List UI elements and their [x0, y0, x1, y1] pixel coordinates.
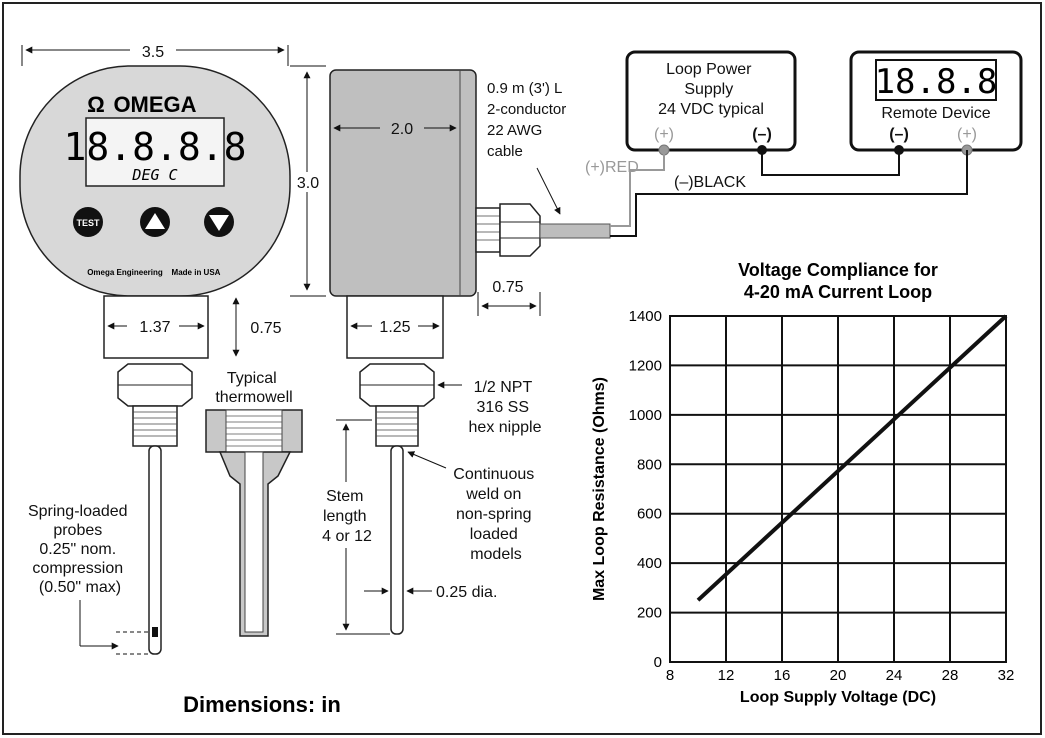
- remote-display: [875, 59, 997, 101]
- supply-plus: (+): [654, 126, 674, 143]
- lcd-display: [85, 117, 225, 187]
- chart-ytick-label: 200: [637, 605, 662, 622]
- gauge-housing: OMEGA Ω 18.8.8.8 DEG C TEST Omega Engine…: [19, 65, 291, 297]
- chart-ytick-label: 600: [637, 506, 662, 523]
- thermowell-label: Typical thermowell: [215, 370, 292, 406]
- cable: [539, 223, 611, 239]
- chart-ylabel: Max Loop Resistance (Ohms): [591, 377, 608, 601]
- down-triangle-icon: [209, 215, 229, 231]
- dim-width: 3.5: [142, 44, 164, 61]
- nipple-label: 1/2 NPT 316 SS hex nipple: [469, 379, 542, 436]
- supply-label: Loop Power Supply 24 VDC typical: [658, 61, 764, 118]
- dim-box-neck: 1.25: [379, 319, 410, 336]
- chart-grid: [669, 315, 1007, 663]
- chart-title-line: 4-20 mA Current Loop: [744, 282, 932, 302]
- brand-logo: OMEGA: [113, 92, 196, 117]
- black-wire: [610, 150, 968, 237]
- black-wire-label: (–)BLACK: [674, 174, 746, 191]
- red-wire-label: (+)RED: [585, 159, 639, 176]
- test-button-label: TEST: [76, 218, 100, 228]
- remote-label: Remote Device: [881, 105, 990, 122]
- dimensions-units: Dimensions: in: [183, 692, 341, 717]
- dim-stem-dia: 0.25 dia.: [436, 584, 497, 601]
- chart-ytick-label: 0: [654, 654, 662, 671]
- dim-fitting-offset: 0.75: [492, 279, 523, 296]
- dim-height: 3.0: [297, 175, 319, 192]
- chart-ticks: 8 12 16 20 24 28 32 0 200 400 600 800 1000 1200 1400: [629, 308, 1015, 684]
- spring-loaded-label: Spring-loaded probes 0.25" nom. compress…: [28, 503, 132, 596]
- dim-neck-height: 0.75: [250, 320, 281, 337]
- black-wire-loop: [761, 150, 900, 176]
- test-button[interactable]: [73, 207, 103, 237]
- up-triangle-icon: [145, 213, 165, 229]
- remote-minus: (–): [889, 126, 909, 143]
- dim-gauge-neck: 1.37: [139, 319, 170, 336]
- chart-ytick-label: 1200: [629, 357, 662, 374]
- supply-minus: (–): [752, 126, 772, 143]
- weld-label: Continuous weld on non-spring loaded mod…: [453, 466, 538, 563]
- chart-series-line: [696, 314, 1008, 602]
- chart-ytick-label: 800: [637, 456, 662, 473]
- spring-probe-stem: [148, 445, 162, 655]
- chart-series: [696, 314, 1008, 602]
- chart-xtick-label: 20: [830, 667, 847, 684]
- chart-xtick-label: 28: [942, 667, 959, 684]
- stem-length-label: Stem length 4 or 12: [322, 488, 372, 545]
- lcd-digits: 18.8.8.8: [63, 125, 246, 169]
- red-wire: [610, 150, 665, 227]
- cable-gland: [475, 207, 501, 253]
- chart-ytick-label: 1000: [629, 407, 662, 424]
- chart-xtick-label: 8: [666, 667, 674, 684]
- thermowell: [205, 409, 303, 637]
- side-housing: [329, 69, 477, 297]
- chart-xlabel: Loop Supply Voltage (DC): [740, 689, 936, 706]
- chart-xtick-label: 32: [998, 667, 1015, 684]
- footer-right: Made in USA: [172, 268, 221, 277]
- remote-digits: 18.8.8: [875, 62, 998, 102]
- dim-box-width: 2.0: [391, 121, 413, 138]
- loop-power-supply: [625, 50, 797, 152]
- footer-left: Omega Engineering: [87, 268, 163, 277]
- chart-title-line: Voltage Compliance for: [738, 260, 938, 280]
- omega-symbol-icon: Ω: [87, 92, 105, 117]
- chart-xtick-label: 12: [718, 667, 735, 684]
- chart-ytick-label: 400: [637, 555, 662, 572]
- cable-spec: 0.9 m (3') L 2-conductor 22 AWG cable: [487, 80, 570, 160]
- remote-plus: (+): [957, 126, 977, 143]
- lcd-unit: DEG C: [131, 166, 177, 184]
- chart-xtick-label: 24: [886, 667, 903, 684]
- chart-ytick-label: 1400: [629, 308, 662, 325]
- chart-xtick-label: 16: [774, 667, 791, 684]
- rigid-probe-stem: [390, 445, 404, 635]
